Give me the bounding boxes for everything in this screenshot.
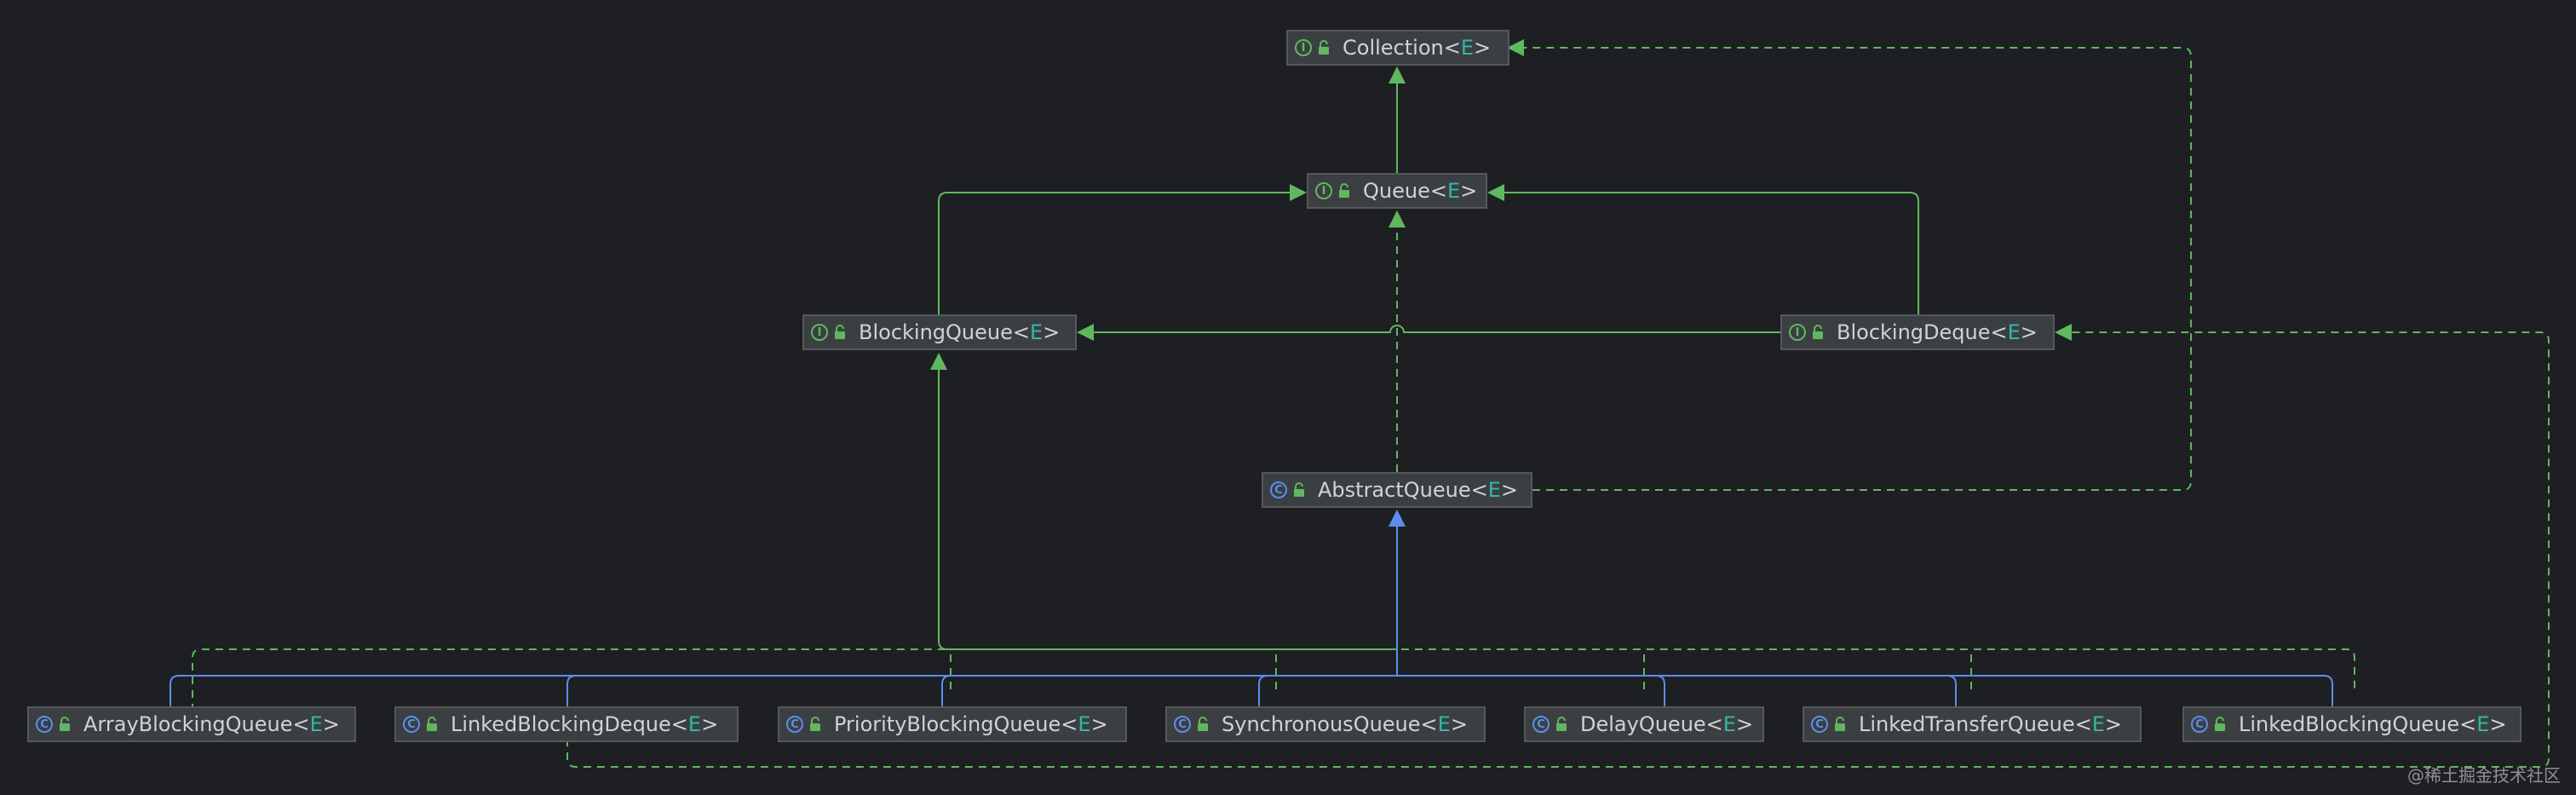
type-param: E (1460, 36, 1474, 60)
type-param: E (1029, 320, 1044, 344)
node-delay-queue[interactable]: C DelayQueue<E> (1524, 706, 1764, 742)
edge-bus-blockingqueue (930, 353, 1397, 650)
public-access-icon (810, 717, 820, 731)
node-name: DelayQueue (1580, 712, 1706, 736)
node-array-blocking-queue[interactable]: C ArrayBlockingQueue<E> (27, 706, 356, 742)
node-blocking-deque[interactable]: I BlockingDeque<E> (1780, 314, 2055, 350)
public-access-icon (1198, 717, 1208, 731)
node-name: ArrayBlockingQueue (83, 712, 293, 736)
class-icon: C (403, 716, 420, 733)
watermark: @稀土掘金技术社区 (2407, 765, 2561, 786)
class-icon: C (1174, 716, 1191, 733)
node-name: Queue (1363, 179, 1430, 203)
public-access-icon (1556, 717, 1567, 731)
node-name: BlockingQueue (859, 320, 1013, 344)
public-access-icon (427, 717, 437, 731)
interface-icon: I (1789, 324, 1806, 341)
interface-icon: I (1295, 39, 1312, 56)
edge-transfer-extends (1946, 675, 1957, 725)
node-synchronous-queue[interactable]: C SynchronousQueue<E> (1165, 706, 1486, 742)
interface-icon: I (1315, 182, 1332, 199)
class-icon: C (1270, 481, 1287, 498)
node-linked-blocking-queue[interactable]: C LinkedBlockingQueue<E> (2182, 706, 2521, 742)
edge-synchronous-extends (1258, 675, 1268, 725)
edge-linkedblockingdeque-bus (566, 675, 1389, 725)
type-param: E (1722, 712, 1736, 736)
edge-linkedblockingdeque-blockingdeque (566, 324, 2550, 768)
node-name: LinkedBlockingDeque (451, 712, 671, 736)
type-param: E (1446, 179, 1461, 203)
type-param: E (1078, 712, 1091, 736)
node-name: LinkedTransferQueue (1859, 712, 2075, 736)
edge-blockingdeque-queue (1487, 184, 1919, 314)
node-name: Collection (1343, 36, 1444, 60)
type-param: E (2091, 712, 2105, 736)
edge-blockingqueue-queue (938, 184, 1307, 314)
node-blocking-queue[interactable]: I BlockingQueue<E> (802, 314, 1077, 350)
public-access-icon (60, 717, 70, 731)
node-linked-transfer-queue[interactable]: C LinkedTransferQueue<E> (1803, 706, 2142, 742)
node-queue[interactable]: I Queue<E> (1307, 173, 1487, 209)
edge-blockingdeque-blockingqueue (1077, 324, 1780, 341)
class-icon: C (786, 716, 803, 733)
class-icon: C (1532, 716, 1550, 733)
public-access-icon (835, 325, 845, 339)
node-priority-blocking-queue[interactable]: C PriorityBlockingQueue<E> (778, 706, 1127, 742)
type-param: E (1437, 712, 1451, 736)
edge-delay-extends (1655, 675, 1665, 725)
edge-abstractqueue-collection (1507, 39, 2192, 491)
edge-priority-extends (941, 675, 952, 725)
type-param: E (1487, 478, 1501, 502)
class-icon: C (36, 716, 53, 733)
public-access-icon (1339, 183, 1349, 198)
public-access-icon (1294, 482, 1304, 497)
public-access-icon (1319, 40, 1329, 55)
node-collection[interactable]: I Collection<E> (1286, 30, 1509, 66)
type-param: E (687, 712, 702, 736)
public-access-icon (1813, 325, 1823, 339)
edge-implements-bus (192, 648, 2355, 725)
type-param: E (2007, 320, 2021, 344)
node-name: PriorityBlockingQueue (834, 712, 1061, 736)
node-name: LinkedBlockingQueue (2239, 712, 2460, 736)
type-param: E (2476, 712, 2490, 736)
public-access-icon (1835, 717, 1845, 731)
node-linked-blocking-deque[interactable]: C LinkedBlockingDeque<E> (394, 706, 739, 742)
class-icon: C (1811, 716, 1828, 733)
public-access-icon (2215, 717, 2225, 731)
node-name: BlockingDeque (1837, 320, 1991, 344)
node-name: AbstractQueue (1318, 478, 1471, 502)
node-abstract-queue[interactable]: C AbstractQueue<E> (1262, 472, 1532, 508)
class-icon: C (2191, 716, 2208, 733)
node-name: SynchronousQueue (1222, 712, 1421, 736)
type-param: E (309, 712, 323, 736)
interface-icon: I (811, 324, 828, 341)
